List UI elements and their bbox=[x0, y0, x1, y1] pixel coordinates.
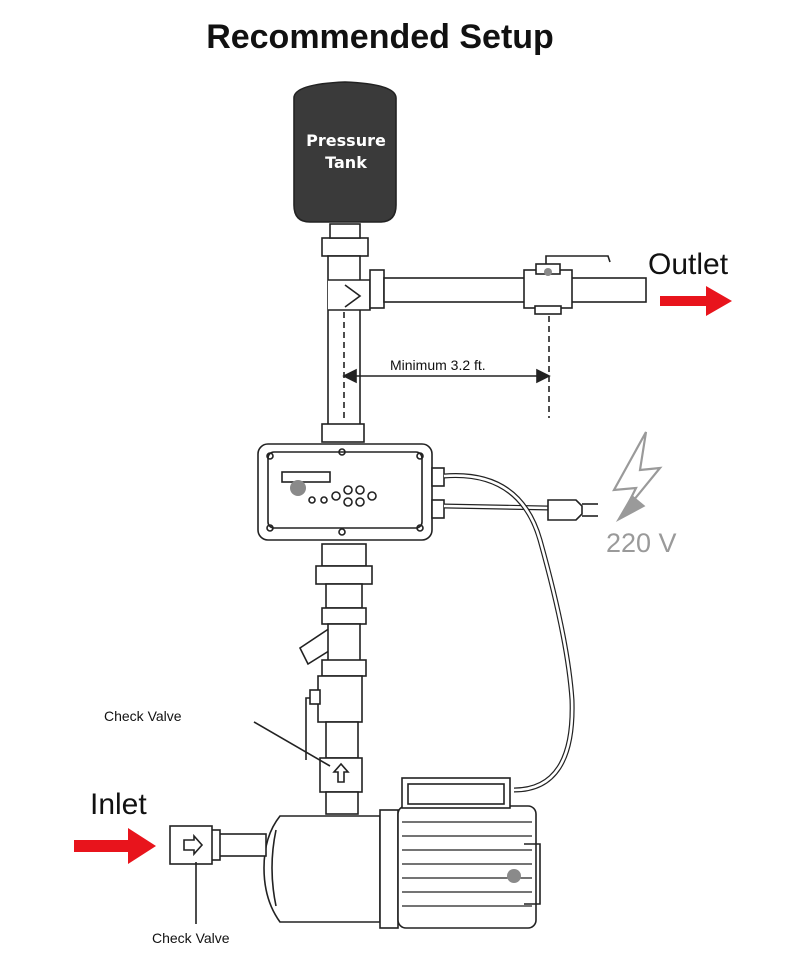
right-arrow-icon bbox=[183, 833, 204, 857]
pump-body bbox=[263, 815, 381, 923]
plug bbox=[547, 499, 583, 521]
inlet-pipe bbox=[215, 833, 267, 857]
motor bbox=[397, 805, 537, 929]
tank-label: Pressure Tank bbox=[306, 131, 386, 172]
check-valve-top-label: Check Valve bbox=[104, 708, 182, 724]
inlet-arrow bbox=[74, 828, 156, 864]
pressure-tank bbox=[293, 81, 397, 223]
tee-fitting bbox=[328, 279, 371, 311]
outlet-arrow bbox=[660, 286, 732, 316]
check-valve-bottom-label: Check Valve bbox=[152, 930, 230, 946]
outlet-label: Outlet bbox=[648, 248, 729, 281]
up-arrow-icon bbox=[332, 762, 350, 783]
ball-valve-body bbox=[523, 269, 573, 309]
ball-valve-handle bbox=[545, 255, 611, 264]
lower-ball-valve bbox=[317, 675, 363, 723]
outlet-pipe bbox=[383, 277, 647, 303]
inlet-label: Inlet bbox=[90, 788, 147, 821]
tank-fitting bbox=[321, 237, 369, 257]
voltage-label: 220 V bbox=[606, 528, 677, 558]
diagram-title: Recommended Setup bbox=[206, 18, 554, 56]
union-fitting bbox=[315, 565, 373, 585]
pump-cable bbox=[443, 473, 575, 793]
distance-label: Minimum 3.2 ft. bbox=[390, 357, 486, 373]
outlet-flange-left bbox=[369, 269, 385, 309]
